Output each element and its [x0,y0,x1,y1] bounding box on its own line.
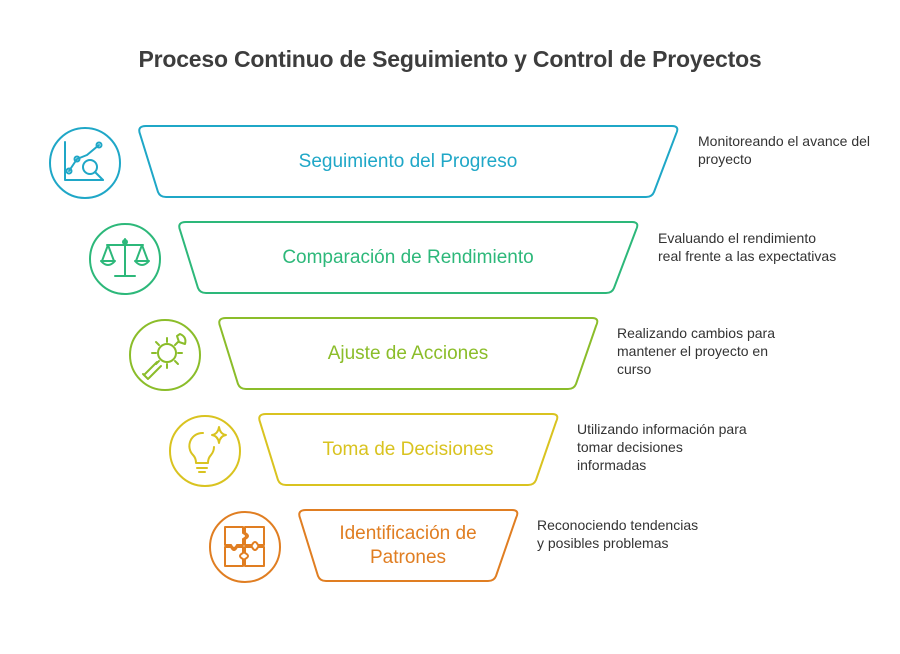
puzzle-icon [209,511,281,583]
stage-description-toma: Utilizando información para tomar decisi… [577,421,747,473]
stage-description-identificacion: Reconociendo tendencias y posibles probl… [537,517,699,551]
stage-label-comparacion: Comparación de Rendimiento [282,247,534,268]
lightbulb-icon [169,415,241,487]
stage-label-seguimiento: Seguimiento del Progreso [298,151,518,172]
wrench-gear-icon [129,319,201,391]
stage-label-ajuste: Ajuste de Acciones [327,343,489,364]
stage-label-toma: Toma de Decisiones [322,439,494,460]
stage-description-seguimiento: Monitoreando el avance del proyecto [698,133,871,167]
stage-description-comparacion: Evaluando el rendimiento real frente a l… [658,230,837,264]
diagram-title: Proceso Continuo de Seguimiento y Contro… [138,46,762,72]
stage-label-identificacion: Identificación de Patrones [339,523,477,568]
stage-description-ajuste: Realizando cambios para mantener el proy… [617,325,775,377]
balance-scale-icon [89,223,161,295]
chart-magnifier-icon [49,127,121,199]
